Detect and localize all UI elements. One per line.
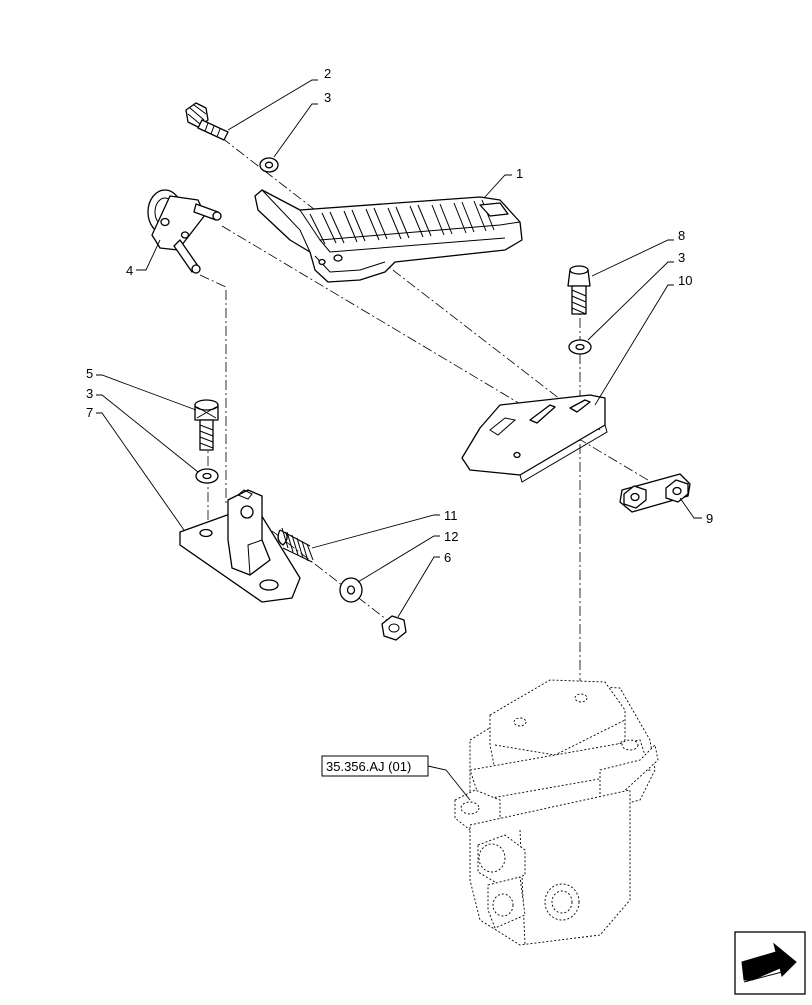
callout-7: 7: [86, 405, 93, 420]
bracket-plate-part-10: [461, 394, 608, 483]
callout-3-right: 3: [678, 250, 685, 265]
pedal-part-1: [254, 189, 523, 283]
reference-callout[interactable]: 35.356.AJ (01): [321, 755, 429, 777]
valve-assembly-ghost: [454, 679, 659, 946]
nut-part-6: [381, 615, 407, 641]
callout-12: 12: [444, 529, 458, 544]
bolt-part-8: [567, 265, 591, 315]
reference-label[interactable]: 35.356.AJ (01): [326, 759, 411, 774]
callout-9: 9: [706, 511, 713, 526]
callout-3-left: 3: [86, 386, 93, 401]
washer-part-3-left: [195, 468, 219, 484]
leader-lines: [96, 79, 702, 801]
callout-labels: 2 3 1 4 8 3 10 9 5 3 7 11 12 6: [86, 66, 713, 565]
callout-1: 1: [516, 166, 523, 181]
callout-5: 5: [86, 366, 93, 381]
callout-8: 8: [678, 228, 685, 243]
spring-part-11: [277, 527, 314, 563]
link-plate-part-9: [619, 473, 691, 513]
washer-part-12: [339, 577, 363, 603]
pivot-part-4: [147, 189, 222, 274]
washer-part-3-right: [568, 339, 592, 355]
reference-box[interactable]: [321, 755, 429, 777]
mounting-bracket-part-7: [179, 489, 301, 603]
callout-6: 6: [444, 550, 451, 565]
callout-4: 4: [126, 263, 133, 278]
callout-2: 2: [324, 66, 331, 81]
bolt-part-5: [194, 399, 219, 451]
washer-part-3-top: [259, 157, 279, 173]
next-page-arrow-icon[interactable]: [734, 931, 806, 995]
callout-10: 10: [678, 273, 692, 288]
screw-part-2: [185, 102, 229, 141]
callout-3-top: 3: [324, 90, 331, 105]
callout-11: 11: [444, 508, 458, 523]
